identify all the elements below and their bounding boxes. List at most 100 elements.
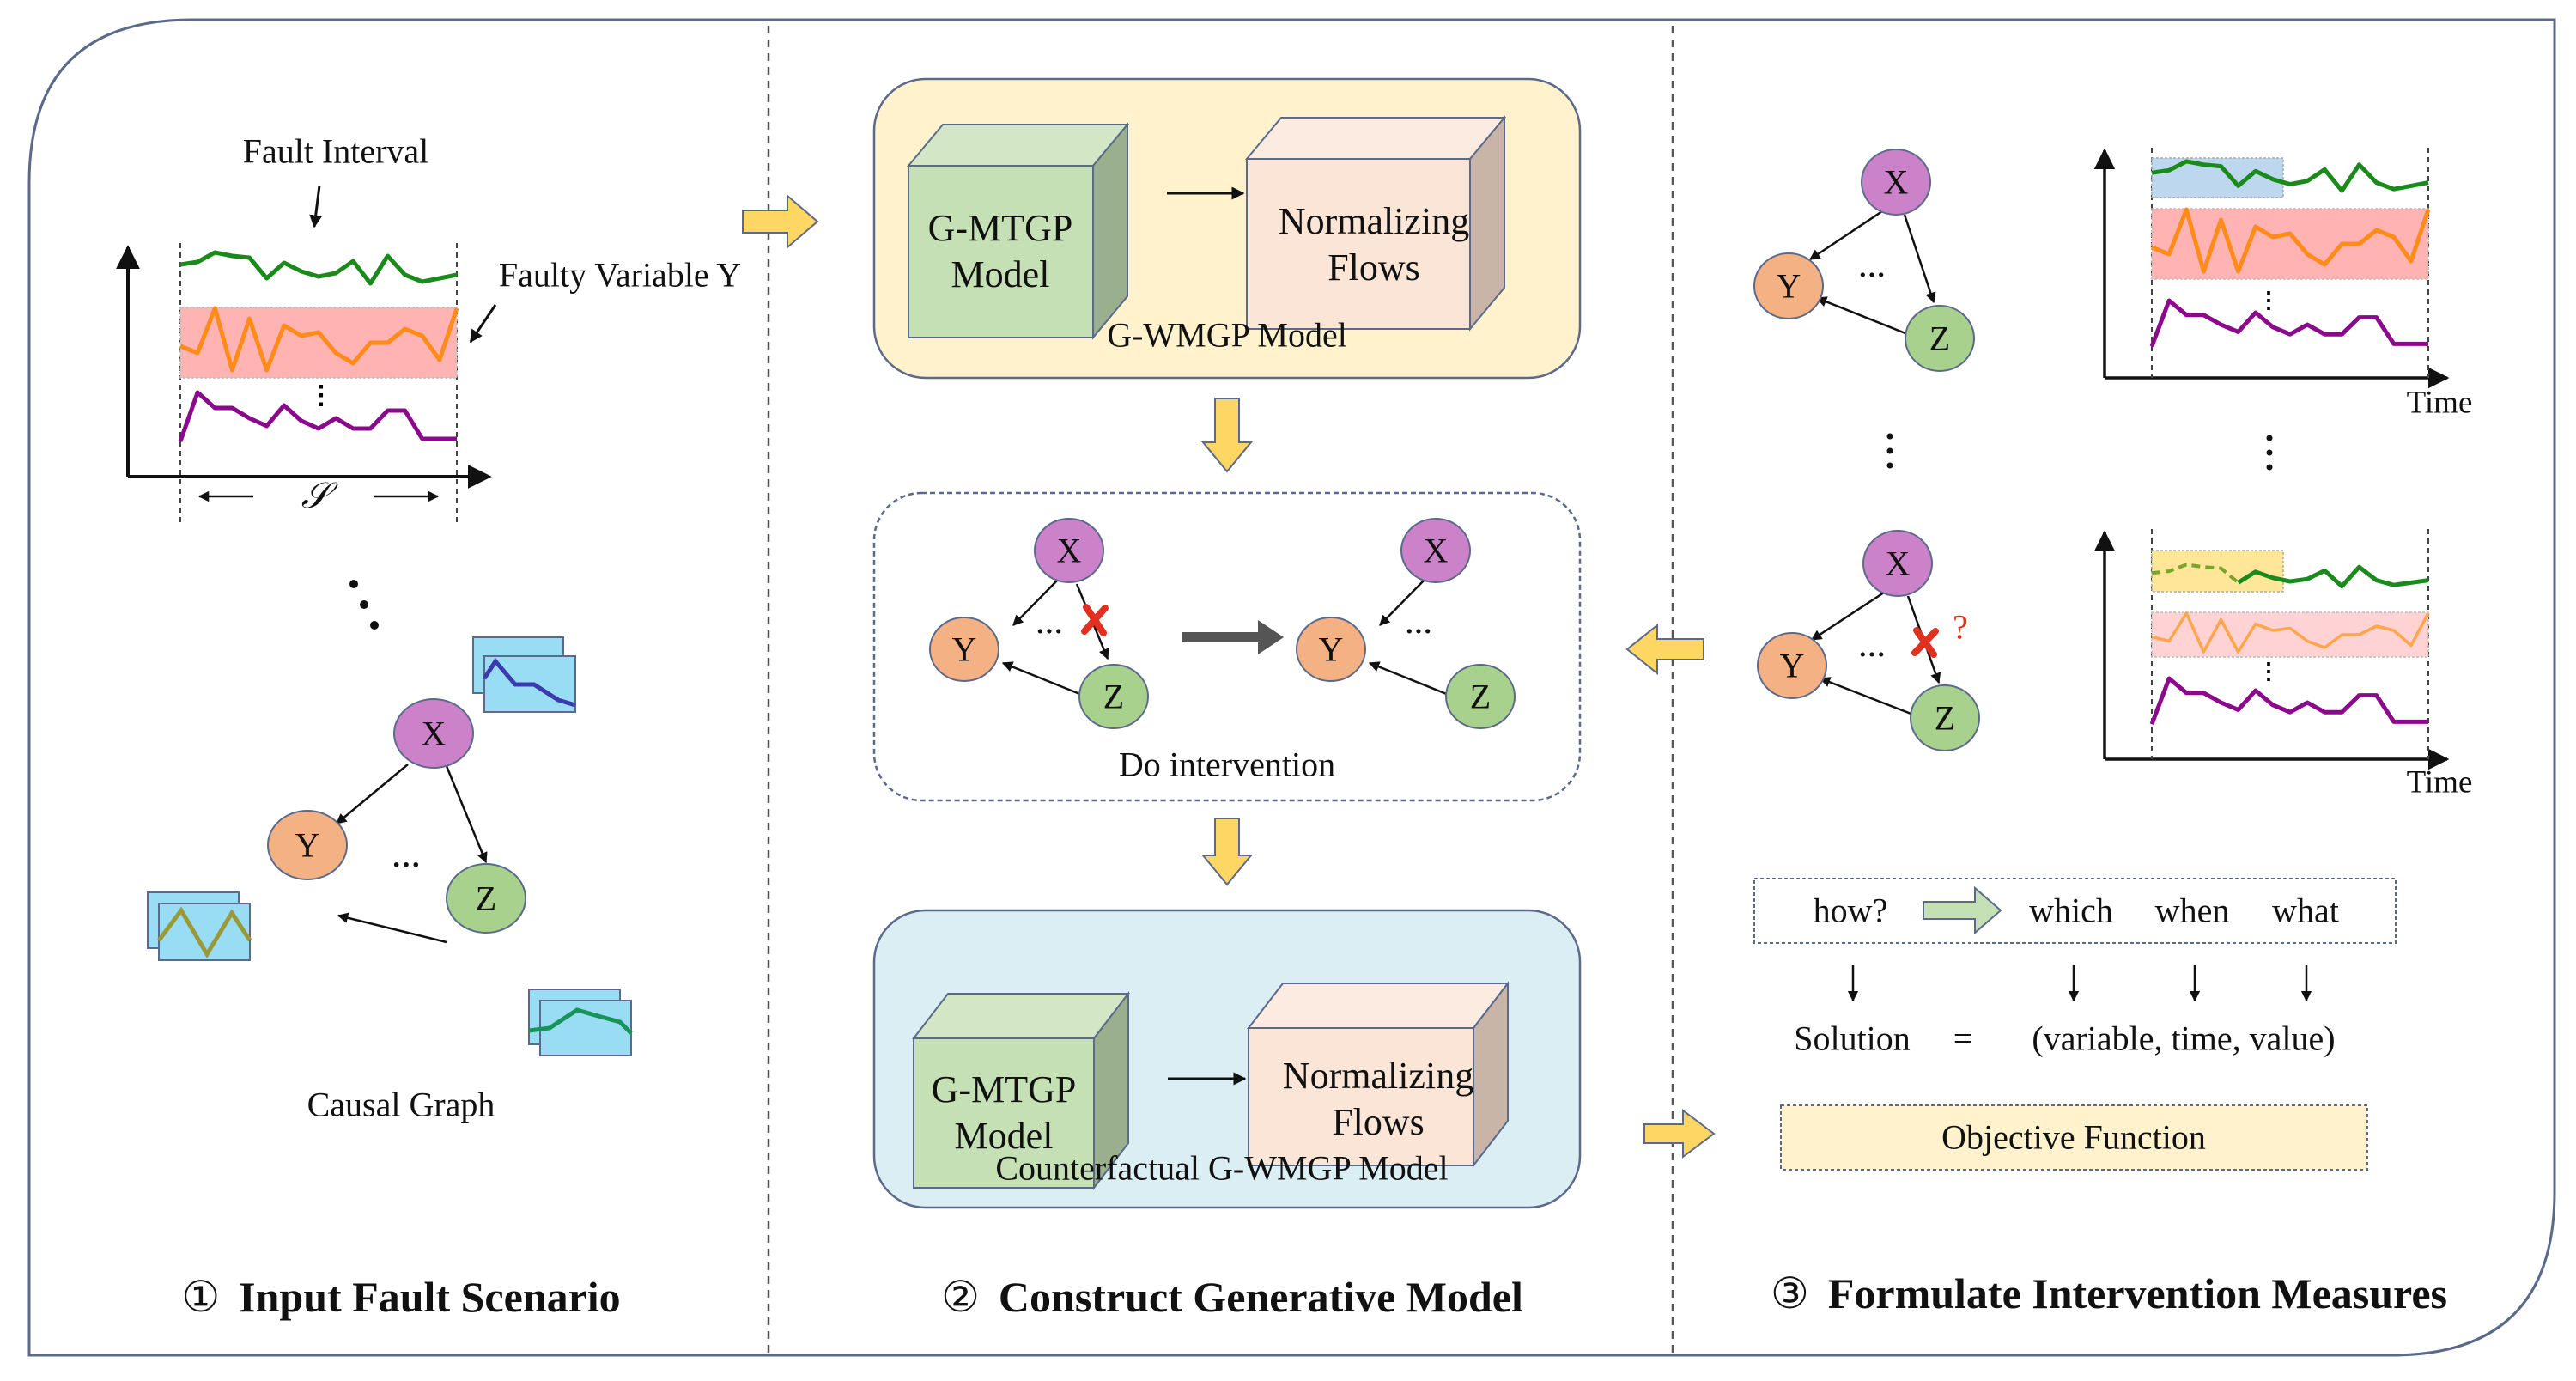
thumbnail-y [147,891,252,961]
graph-ellipsis: ··· [1035,615,1064,647]
cube-gmtgp-cf [911,991,1131,1190]
step-number: ② [941,1273,980,1321]
cube-label-line: Normalizing [1278,200,1470,242]
edge-z-to-y [337,912,447,944]
panel1-title-text: Input Fault Scenario [239,1273,621,1321]
panel3-vertical-dots [1886,433,2273,471]
node-z [1905,305,1975,372]
series-line-z [178,390,457,442]
node-x-label: X [421,714,447,753]
node-x [393,698,474,769]
series-line-x [2237,564,2429,589]
what-label: what [2272,891,2339,930]
flow-arrow-right-2 [1643,1109,1716,1159]
which-label: which [2029,891,2113,930]
faulty-variable-arrow [469,304,497,344]
node-y-label: Y [1779,646,1805,685]
cube-gmtgp-label: G-MTGP Model [928,205,1073,298]
cube-gmtgp [906,122,1130,340]
series-line-x-intervened [2151,563,2239,584]
node-z-label: Z [1929,319,1951,358]
step-number: ③ [1771,1269,1809,1317]
cut-edge-icon [1911,627,1939,658]
thumbnail-z [528,989,633,1056]
series-line-z [2149,676,2428,726]
cube-normalizing-flows [1244,115,1507,332]
node-z-label: Z [1469,677,1492,716]
causal-graph-label: Causal Graph [307,1085,495,1124]
intervention-before-graph [929,518,1149,729]
fault-interval-arrow [309,185,323,228]
graph-ellipsis: ··· [1404,615,1433,647]
node-z [1078,664,1149,729]
cube-nf-cf-label: Normalizing Flows [1283,1053,1473,1146]
node-y-label: Y [1318,630,1344,669]
node-x [1861,149,1931,216]
objective-function-label: Objective Function [1941,1117,2206,1157]
diagonal-dot [349,580,358,588]
cube-nf-label: Normalizing Flows [1279,198,1469,291]
panel3-chart-top: ⋮ [2093,148,2450,389]
node-y-label: Y [951,630,977,669]
node-y [267,810,348,880]
do-intervention-label: Do intervention [1118,745,1336,784]
node-z-label: Z [1103,677,1125,716]
node-y [1296,617,1366,682]
node-y-label: Y [1776,266,1801,306]
span-label: 𝒮 [301,477,330,516]
panel1-timeseries: ⋮ [116,185,497,524]
node-y [1757,632,1827,699]
node-x-label: X [1056,531,1082,570]
thumbnail-x [472,636,576,713]
node-z [1910,684,1980,751]
node-x [1862,530,1933,597]
cube-label-line: Model [951,253,1050,295]
series-line-x [179,250,458,286]
cube-label-line: Flows [1332,1101,1425,1143]
step-number: ① [181,1273,221,1321]
cube-label-line: Normalizing [1282,1055,1474,1097]
panel3-title-text: Formulate Intervention Measures [1827,1269,2447,1317]
node-z [1445,664,1516,729]
node-z-label: Z [475,879,497,918]
graph-ellipsis: ··· [1857,259,1886,290]
node-x-label: X [1423,531,1449,570]
solution-label: Solution [1794,1019,1911,1058]
flow-arrow-down-2 [1200,818,1254,886]
vertical-ellipsis: ⋮ [308,380,334,411]
question-mark: ? [1953,607,1968,647]
node-z-label: Z [1934,698,1956,738]
node-x-label: X [1885,544,1911,583]
flow-arrow-down-1 [1200,398,1254,473]
node-x [1400,518,1471,583]
solution-tuple: (variable, time, value) [2032,1019,2336,1058]
node-y-label: Y [295,825,320,865]
how-arrow-icon [1923,885,2002,935]
panel1-title: ① Input Fault Scenario [181,1272,620,1322]
diagonal-dot [360,600,368,609]
intervention-after-graph [1296,518,1516,729]
cube-label-line: Model [954,1115,1054,1157]
fault-interval-label: Fault Interval [242,131,429,171]
graph-ellipsis: ··· [1857,638,1886,670]
cube-label-line: G-MTGP [931,1068,1077,1110]
how-label: how? [1813,891,1888,930]
diagonal-dot [370,621,379,630]
gwmgp-model-label: G-WMGP Model [1107,315,1347,355]
panel2-title-text: Construct Generative Model [998,1273,1523,1321]
panel3-graph-top [1753,149,1975,372]
node-x [1034,518,1104,583]
node-x-label: X [1883,162,1909,202]
outer-frame [27,18,2556,1357]
objective-box [1780,1104,2368,1171]
series-line-y [2151,207,2431,274]
svg-text:⋮: ⋮ [2257,288,2280,313]
flow-arrow-left [1625,623,1704,676]
edge-x-to-y [336,764,409,824]
panel3-chart-bottom: ⋮ [2093,529,2450,770]
transform-arrow [1182,620,1284,654]
cube-gmtgp-cf-label: G-MTGP Model [932,1067,1077,1159]
cube-normalizing-flows-cf [1246,981,1510,1168]
node-y [1753,252,1824,319]
